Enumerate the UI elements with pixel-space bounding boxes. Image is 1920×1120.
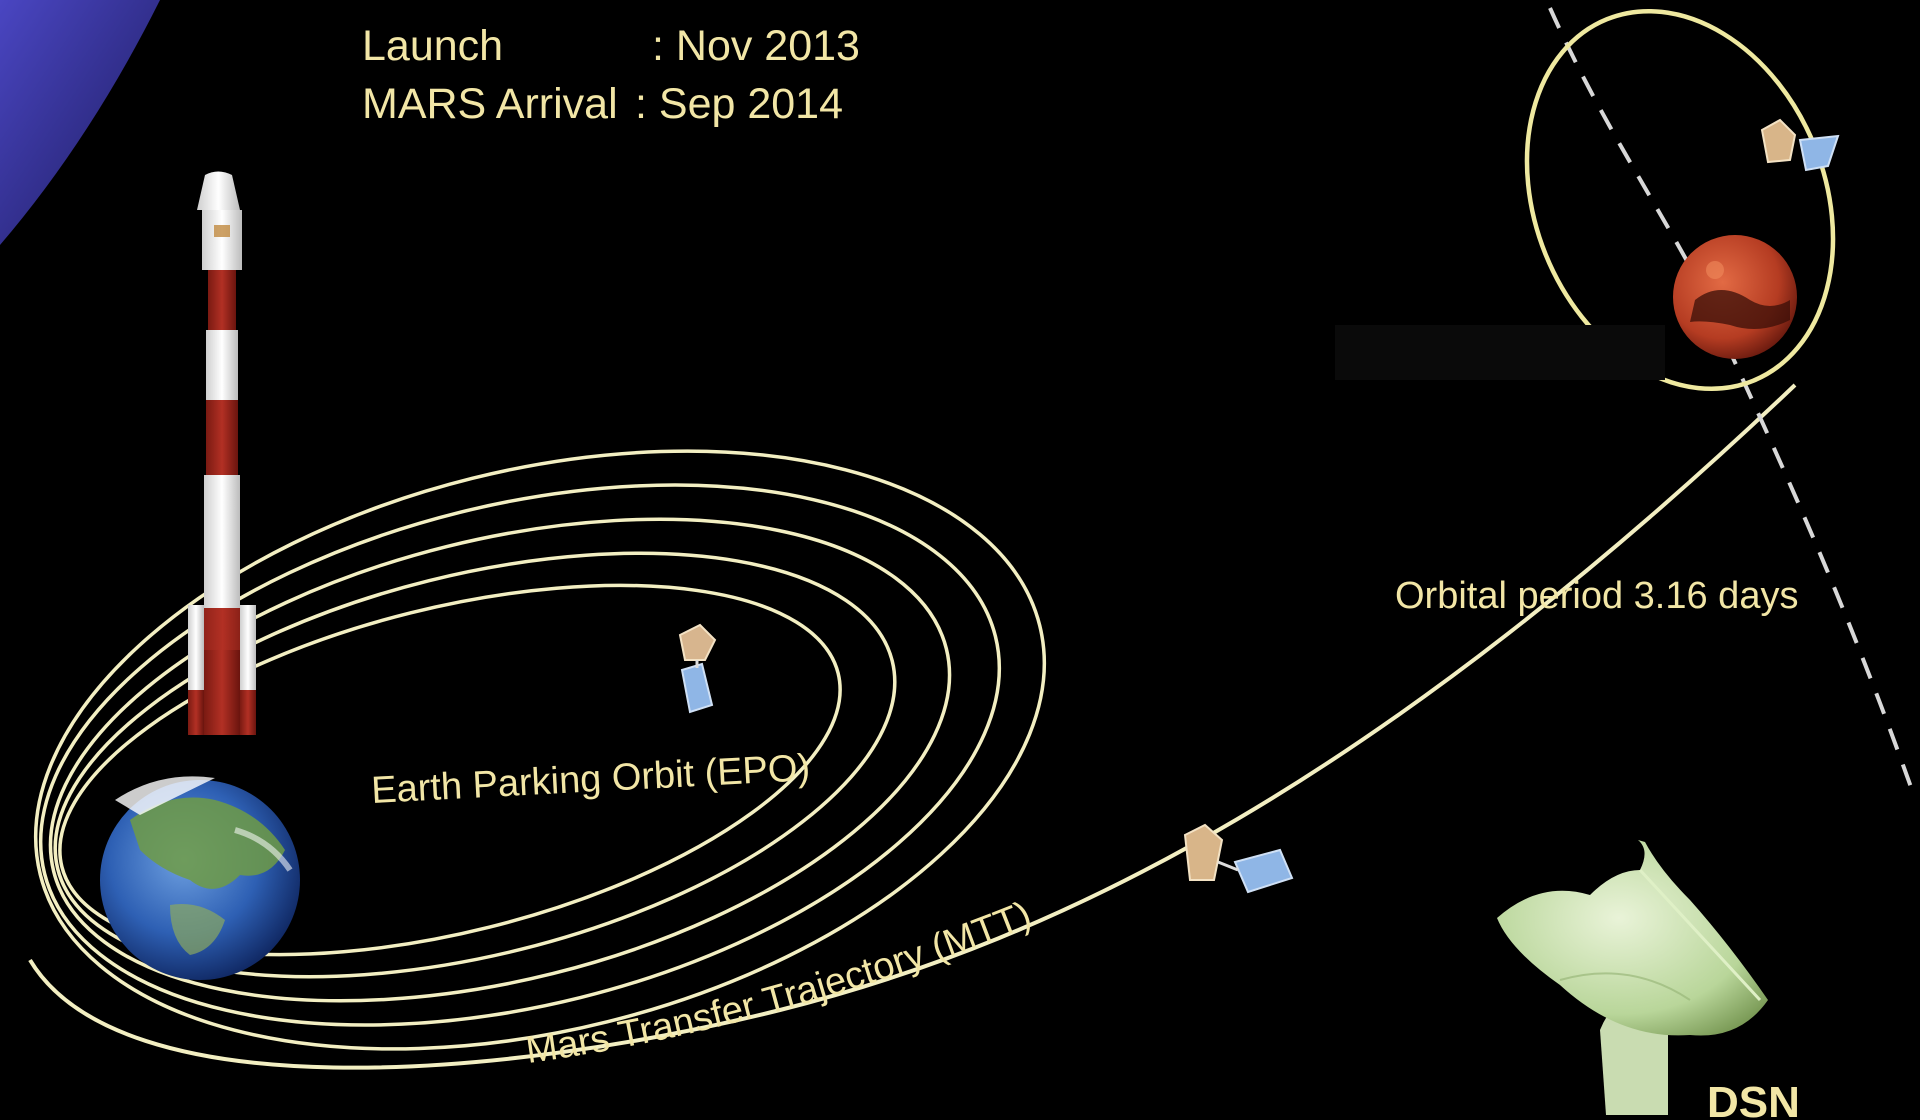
spacecraft-mtt-icon — [1183, 823, 1294, 894]
dsn-label: DSN — [1707, 1078, 1800, 1120]
mtt-label: Mars Transfer Trajectory (MTT) — [523, 894, 1037, 1072]
epo-label: Earth Parking Orbit (EPO) — [370, 747, 811, 812]
epo-orbit-2 — [38, 483, 1002, 1027]
spacecraft-mars-orbit-icon — [1760, 118, 1840, 172]
orbital-period-label: Orbital period 3.16 days — [1395, 575, 1798, 617]
mars-planet — [1673, 235, 1797, 359]
earth-parking-orbits — [33, 449, 1047, 1051]
dsn-antenna-icon — [1497, 840, 1768, 1115]
launch-value: : Nov 2013 — [652, 22, 860, 70]
earth-globe — [100, 776, 300, 980]
launch-label: Launch — [362, 22, 503, 70]
dark-patch — [1335, 325, 1665, 380]
arrival-label: MARS Arrival — [362, 80, 618, 128]
arrival-value: : Sep 2014 — [635, 80, 843, 128]
spacecraft-epo-icon — [678, 623, 717, 714]
epo-orbit-5 — [58, 583, 842, 957]
epo-orbit-4 — [53, 551, 897, 979]
epo-orbit-1 — [33, 449, 1047, 1051]
launch-rocket-icon — [188, 171, 256, 735]
corner-glow — [0, 0, 160, 245]
mars-approach-path — [1548, 7, 1914, 791]
mars-transfer-trajectory — [28, 383, 1797, 1070]
epo-orbit-3 — [48, 517, 952, 1003]
